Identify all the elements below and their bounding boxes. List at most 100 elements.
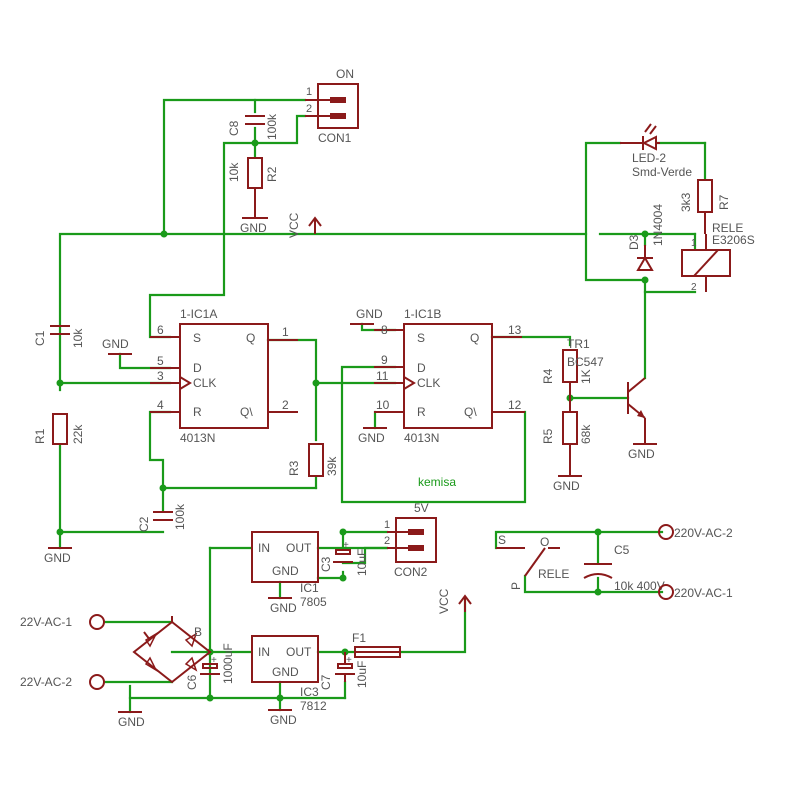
r7-name: R7 bbox=[717, 194, 731, 210]
con1-connector: ON CON1 1 2 bbox=[305, 67, 359, 145]
ic1a-pinnum-qn: 2 bbox=[282, 398, 289, 412]
con2-connector: 5V CON2 1 2 bbox=[384, 501, 437, 579]
ic1a-pin-d: D bbox=[193, 361, 202, 375]
gnd-symbol: GND bbox=[44, 547, 72, 565]
ic1b-pinnum-clk: 11 bbox=[376, 369, 389, 383]
ic3-part: 7812 bbox=[300, 699, 327, 713]
ac-in-2-label: 22V-AC-2 bbox=[20, 675, 72, 689]
c1-capacitor: C1 10k bbox=[33, 325, 85, 348]
tr1-name: TR1 bbox=[567, 337, 590, 351]
gnd-label: GND bbox=[240, 221, 267, 235]
relay-coil: 1 2 RELE E3206S bbox=[681, 221, 755, 293]
ic1a-pin-clk: CLK bbox=[193, 376, 216, 390]
tr1-part: BC547 bbox=[567, 355, 604, 369]
wire-r1-pin bbox=[148, 410, 172, 512]
bridge-name: B bbox=[194, 625, 202, 639]
switch-s: S bbox=[498, 533, 506, 547]
svg-text:+: + bbox=[343, 540, 349, 551]
c7-capacitor: + C7 10uF bbox=[319, 652, 369, 690]
led-name: LED-2 bbox=[632, 151, 666, 165]
c3-capacitor: + C3 10uF bbox=[319, 540, 369, 576]
junctions bbox=[56, 139, 649, 702]
wire-con1-pin1 bbox=[162, 98, 307, 236]
ac-out-terminal-1: 220V-AC-1 bbox=[658, 584, 733, 600]
junction-dot bbox=[339, 574, 347, 582]
r1-resistor: R1 22k bbox=[33, 413, 85, 445]
ic1b-name: 1-IC1B bbox=[404, 307, 441, 321]
r2-value: 10k bbox=[227, 162, 241, 182]
ic1a-pinnum-s: 6 bbox=[157, 323, 164, 337]
c6-name: C6 bbox=[185, 674, 199, 690]
r3-name: R3 bbox=[287, 460, 301, 476]
wire-ac-out-1 bbox=[523, 574, 664, 594]
con2-pin1: 1 bbox=[384, 519, 390, 531]
gnd-symbol: GND bbox=[240, 217, 268, 235]
switch-o: O bbox=[540, 535, 549, 549]
r1-name: R1 bbox=[33, 428, 47, 444]
r2-name: R2 bbox=[265, 166, 279, 182]
c3-value: 10uF bbox=[355, 549, 369, 576]
gnd-label: GND bbox=[118, 715, 145, 729]
fuse-name: F1 bbox=[352, 631, 366, 645]
ic1-in: IN bbox=[258, 541, 270, 555]
ic1b-pinnum-qn: 12 bbox=[508, 398, 522, 412]
r4-value: 1K bbox=[579, 369, 593, 384]
f1-fuse: F1 bbox=[352, 631, 401, 658]
c7-name: C7 bbox=[319, 674, 333, 690]
c2-value: 100k bbox=[173, 503, 187, 530]
ic1b-pin-d: D bbox=[417, 361, 426, 375]
junction-dot bbox=[594, 588, 602, 596]
gnd-label: GND bbox=[356, 307, 383, 321]
switch-p: P bbox=[509, 582, 523, 590]
gnd-label: GND bbox=[358, 431, 385, 445]
junction-dot bbox=[251, 139, 259, 147]
d3-diode: D3 1N4004 bbox=[627, 204, 665, 271]
con2-value: 5V bbox=[414, 501, 429, 515]
ic1b-pin-q: Q bbox=[470, 331, 479, 345]
ic1b-pinnum-d: 9 bbox=[381, 353, 388, 367]
d3-part: 1N4004 bbox=[651, 204, 665, 246]
relay-pin2: 2 bbox=[691, 282, 697, 293]
junction-dot bbox=[276, 694, 284, 702]
con1-pin2: 2 bbox=[306, 103, 312, 115]
wire-ac-out-2 bbox=[494, 530, 664, 550]
junction-dot bbox=[160, 230, 168, 238]
wire-con1-pin2 bbox=[253, 114, 307, 145]
con1-name: CON1 bbox=[318, 131, 352, 145]
ac-in-terminal-1: 22V-AC-1 bbox=[20, 614, 105, 630]
junction-dot bbox=[206, 694, 214, 702]
ic1-gnd: GND bbox=[272, 564, 299, 578]
gnd-symbol: GND bbox=[102, 337, 132, 355]
vcc-arrow-top: VCC bbox=[287, 212, 322, 238]
ic1b-pin-clk: CLK bbox=[417, 376, 440, 390]
c8-value: 100k bbox=[265, 113, 279, 140]
c1-value: 10k bbox=[71, 328, 85, 348]
r7-value: 3k3 bbox=[679, 192, 693, 212]
c2-capacitor: C2 100k bbox=[137, 503, 187, 532]
ic1a-pinnum-q: 1 bbox=[282, 325, 289, 339]
ic1-out: OUT bbox=[286, 541, 312, 555]
ic1a-pin-qn: Q\ bbox=[240, 405, 253, 419]
con1-pin1: 1 bbox=[306, 86, 312, 98]
ic1b-part: 4013N bbox=[404, 431, 439, 445]
junction-dot bbox=[56, 379, 64, 387]
r5-name: R5 bbox=[541, 428, 555, 444]
wire-kemisa-feedback bbox=[340, 365, 527, 504]
ic1b-pin-r: R bbox=[417, 405, 426, 419]
ic1-regulator: IN OUT GND IC1 7805 bbox=[251, 531, 327, 609]
gnd-symbol: GND bbox=[628, 443, 657, 461]
c8-capacitor: C8 100k bbox=[227, 113, 279, 140]
ac-in-terminal-2: 22V-AC-2 bbox=[20, 674, 105, 690]
r3-resistor: R3 39k bbox=[287, 443, 339, 477]
ic1b-pin-s: S bbox=[417, 331, 425, 345]
gnd-label: GND bbox=[44, 551, 71, 565]
ic1a-pinnum-clk: 3 bbox=[157, 369, 164, 383]
ic1a-part: 4013N bbox=[180, 431, 215, 445]
c5-value: 10k 400V bbox=[614, 579, 665, 593]
con2-pin2: 2 bbox=[384, 535, 390, 547]
ic1a-pinnum-d: 5 bbox=[157, 354, 164, 368]
c1-name: C1 bbox=[33, 330, 47, 346]
junction-dot bbox=[641, 230, 649, 238]
ic1b-pin-qn: Q\ bbox=[464, 405, 477, 419]
